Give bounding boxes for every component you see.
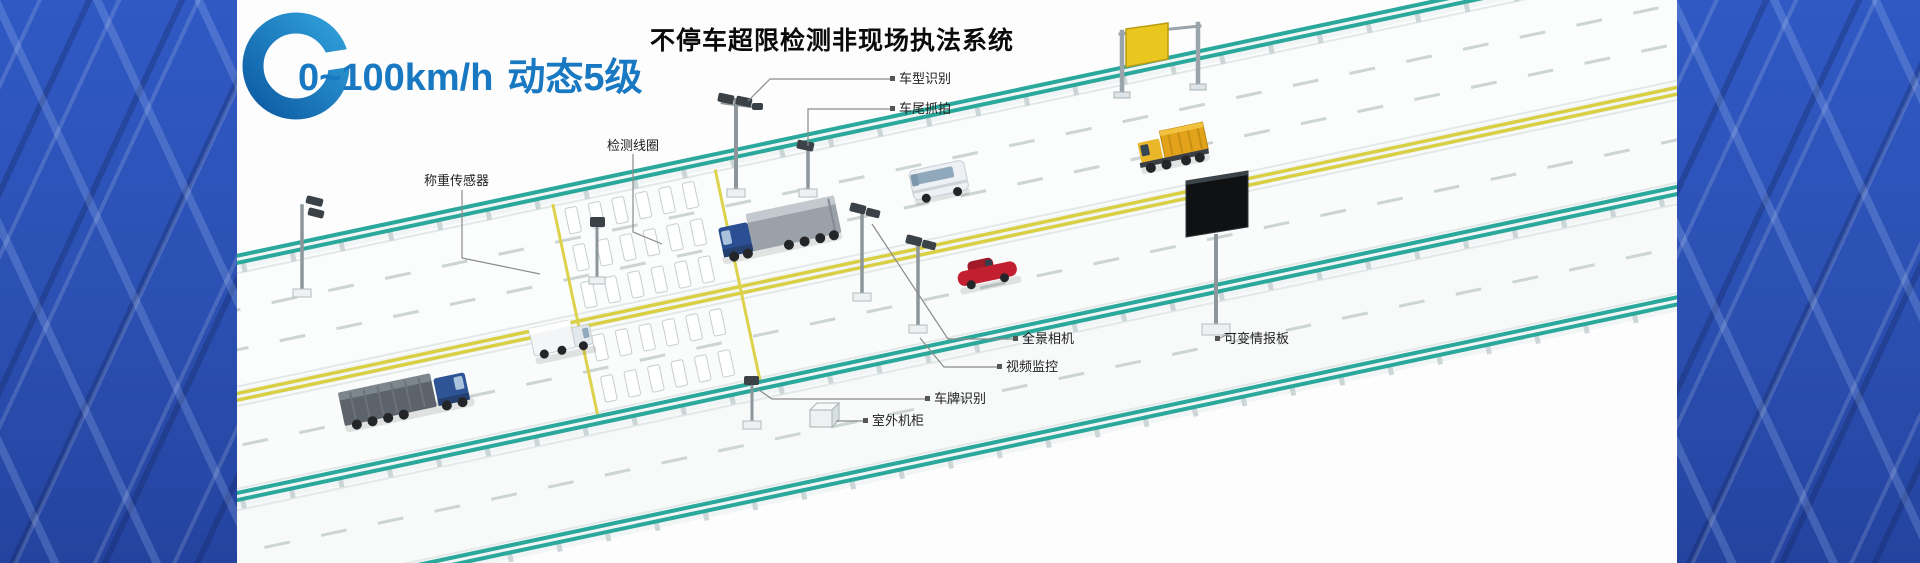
sports-car (957, 257, 1022, 295)
label-rear-capture: 车尾抓拍 (899, 101, 952, 116)
coil-post (588, 217, 606, 285)
leader-bullets (863, 76, 1220, 423)
label-detection-coil: 检测线圈 (607, 138, 660, 153)
dynamic-grade-text: 动态5级 (507, 57, 643, 99)
tarp-truck (338, 372, 475, 433)
highway-scene (237, 0, 1677, 563)
vehicle-type-camera-pole (717, 92, 763, 198)
median-yellow-lines (237, 0, 1677, 500)
guardrail-mid (237, 85, 1677, 563)
weigh-station-pole (292, 195, 325, 298)
label-variable-sign: 可变情报板 (1224, 331, 1290, 346)
label-vehicle-type: 车型识别 (899, 71, 952, 86)
box-truck (528, 319, 597, 365)
outdoor-cabinet (808, 401, 841, 429)
wim-zone-lines (551, 169, 762, 415)
decor-left-band (0, 0, 237, 563)
roadside-equipment (292, 21, 1249, 430)
plate-recognition-pole (742, 376, 762, 430)
label-outdoor-cabinet: 室外机柜 (872, 413, 925, 428)
label-plate-recognition: 车牌识别 (934, 391, 987, 406)
label-weight-sensor: 称重传感器 (424, 173, 490, 188)
label-video-monitor: 视频监控 (1006, 359, 1059, 374)
diagram-canvas (237, 0, 1677, 563)
van (908, 160, 970, 206)
rear-capture-camera-pole (796, 139, 818, 198)
sign-gantry (1113, 21, 1207, 99)
variable-message-sign (1185, 170, 1249, 336)
guardrail-far (237, 0, 1677, 377)
dump-truck (1137, 121, 1210, 175)
leader-lines (461, 76, 1231, 423)
panoramic-camera-pole (849, 202, 881, 302)
c-logo-icon (242, 12, 352, 120)
yellow-sign-panel (1125, 22, 1169, 68)
guardrail-near (237, 190, 1677, 563)
highway (237, 0, 1677, 563)
speed-range-text: 0~100km/h (298, 57, 494, 99)
label-panoramic-camera: 全景相机 (1022, 331, 1075, 346)
speed-badge: 0~100km/h 动态5级 (298, 46, 643, 101)
decor-right-band (1677, 0, 1920, 563)
page-title: 不停车超限检测非现场执法系统 (650, 27, 1015, 55)
container-truck (718, 195, 843, 265)
video-monitor-pole (905, 234, 937, 334)
